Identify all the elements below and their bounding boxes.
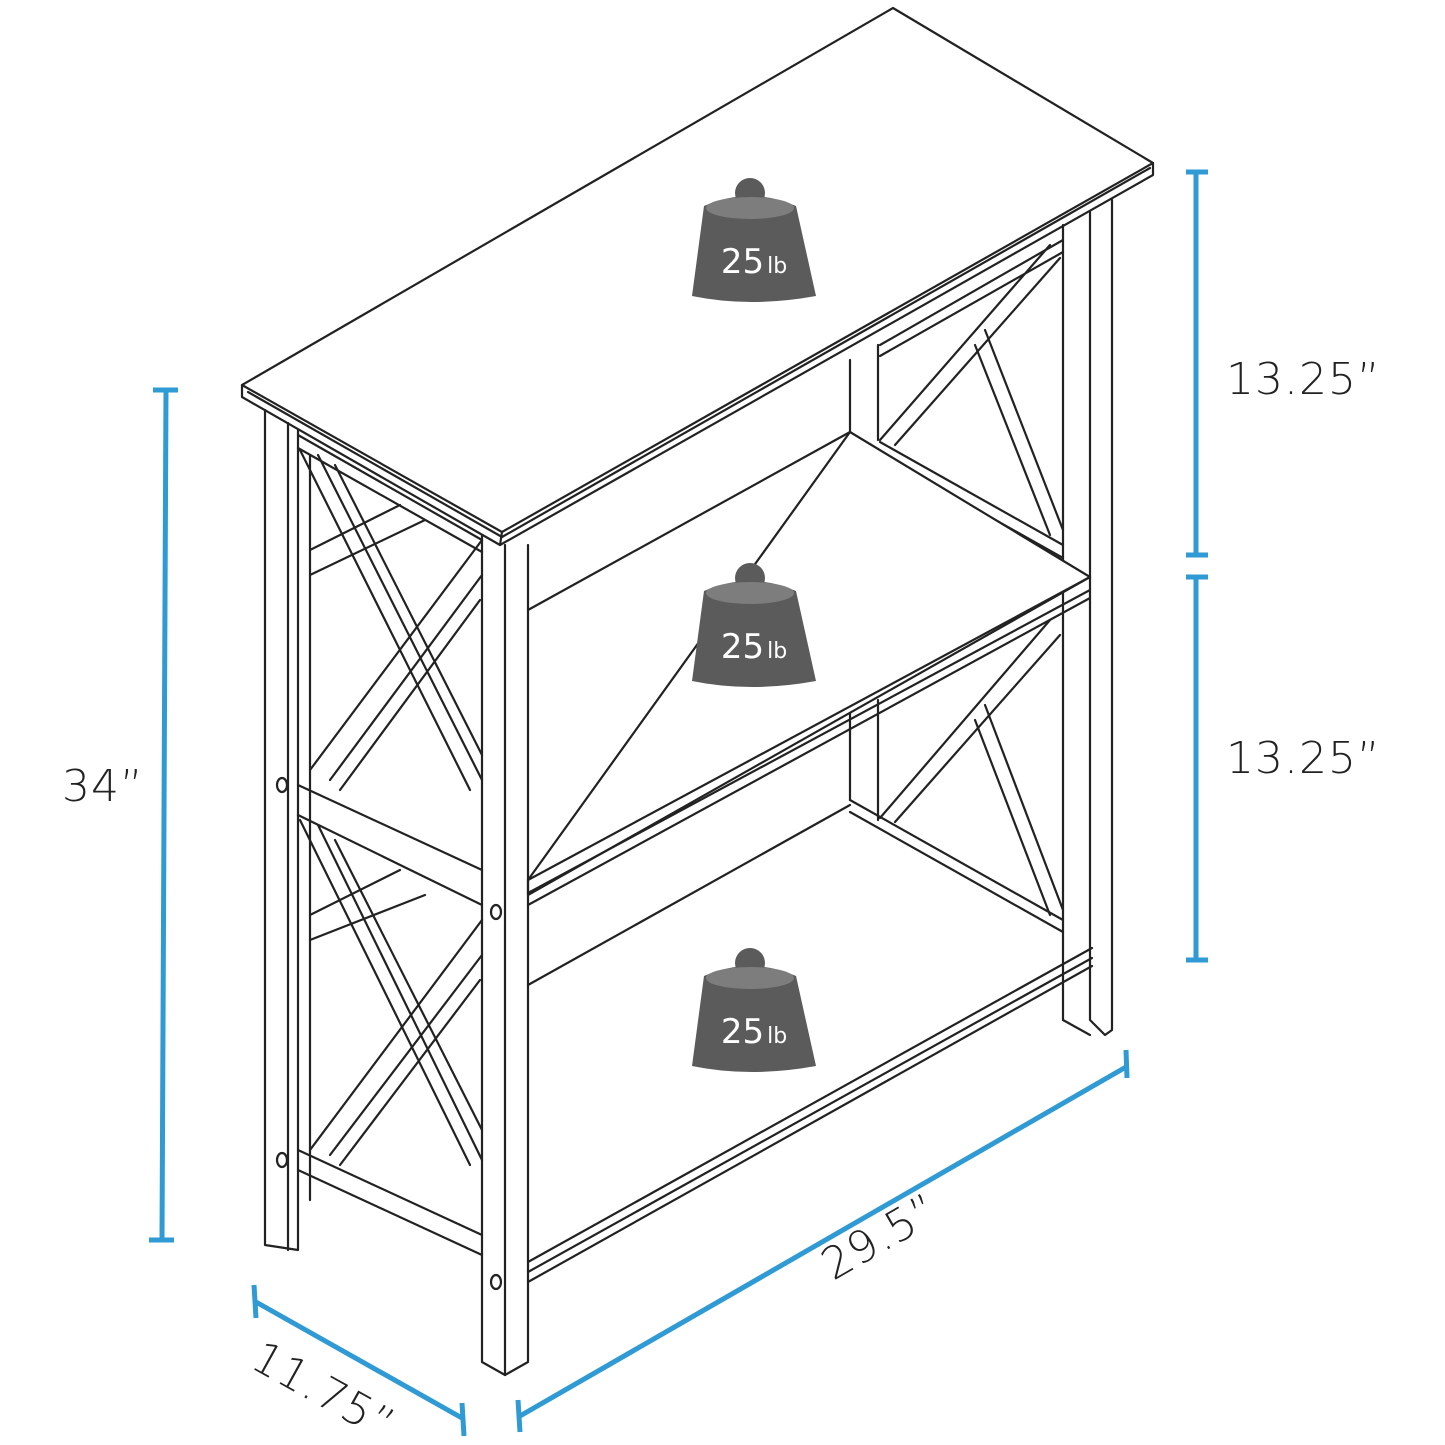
height-dimension-line (159, 389, 169, 1241)
upper-shelf-spacing-label: 13.25” (1226, 354, 1381, 405)
height-dimension-label: 34” (62, 761, 144, 812)
weight-icons (692, 178, 816, 1072)
lower-shelf-spacing-label: 13.25” (1226, 733, 1381, 784)
